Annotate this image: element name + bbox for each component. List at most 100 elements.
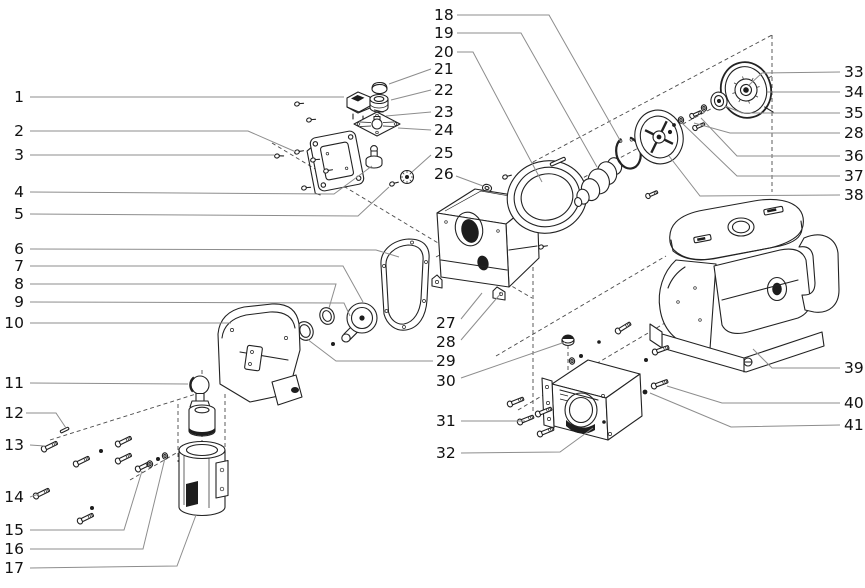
- leader-line-c29: [306, 338, 433, 362]
- leader-line-c28m: [460, 291, 503, 341]
- callout-c9: 9: [14, 293, 351, 317]
- callout-c34: 34: [767, 83, 864, 101]
- callout-c17: 17: [4, 514, 197, 577]
- callout-c40: 40: [666, 385, 864, 412]
- part-number-c41: 41: [844, 416, 864, 434]
- leader-line-c2: [30, 130, 297, 153]
- part-number-c8: 8: [14, 275, 24, 293]
- piston-assembly-part: [188, 404, 216, 437]
- part-number-c28r: 28: [844, 124, 864, 142]
- callout-c36: 36: [700, 117, 864, 165]
- part-number-c32: 32: [436, 444, 456, 462]
- locknut-part: [481, 183, 493, 193]
- leader-line-c15: [30, 470, 143, 531]
- part-number-c39: 39: [844, 359, 864, 377]
- part-number-c22: 22: [434, 81, 454, 99]
- leader-line-c37: [681, 122, 840, 177]
- leader-line-c12: [26, 412, 67, 429]
- callout-c20: 20: [434, 43, 543, 183]
- part-number-c25: 25: [434, 144, 454, 162]
- part-number-c37: 37: [844, 167, 864, 185]
- callout-c29: 29: [306, 338, 456, 370]
- callout-c8: 8: [14, 275, 337, 309]
- callout-c12: 12: [4, 404, 67, 429]
- callout-c23: 23: [385, 103, 454, 121]
- part-number-c16: 16: [4, 540, 24, 558]
- leader-line-c28r: [693, 122, 840, 134]
- leader-line-c32: [460, 427, 594, 454]
- drive-cam-part: [341, 302, 378, 343]
- callout-c33: 33: [748, 63, 864, 86]
- rotor-hub-part: [710, 91, 728, 111]
- o-ring-small-part: [319, 307, 335, 325]
- cap-part: [371, 81, 388, 95]
- callout-c14: 14: [4, 488, 40, 506]
- leader-line-c27: [460, 292, 483, 320]
- callout-layer: 1234567891011121314151617181920212223242…: [4, 6, 863, 577]
- callout-c24: 24: [397, 121, 454, 139]
- leader-line-c6: [29, 248, 400, 258]
- pump-cylinder-part: [178, 440, 229, 517]
- part-number-c6: 6: [14, 240, 24, 258]
- part-number-c33: 33: [844, 63, 864, 81]
- leader-line-c39: [752, 348, 840, 369]
- callout-c39: 39: [752, 348, 864, 377]
- leader-line-c14: [29, 493, 40, 498]
- part-number-c35: 35: [844, 104, 864, 122]
- part-number-c9: 9: [14, 293, 24, 311]
- callout-c5: 5: [14, 186, 390, 223]
- leader-line-c4: [29, 165, 373, 195]
- callout-c28m: 28: [436, 291, 503, 351]
- callout-c19: 19: [434, 24, 598, 168]
- callout-c22: 22: [390, 81, 454, 101]
- part-number-c10: 10: [4, 314, 24, 332]
- leader-line-c19: [457, 32, 598, 168]
- callout-c37: 37: [681, 122, 864, 185]
- leader-line-c36: [700, 117, 840, 157]
- part-number-c31: 31: [436, 412, 456, 430]
- part-number-c36: 36: [844, 147, 864, 165]
- engine-mount-bolts: [642, 343, 671, 395]
- part-number-c19: 19: [434, 24, 454, 42]
- engine-part: [649, 198, 840, 373]
- part-number-c18: 18: [434, 6, 454, 24]
- leader-line-c9: [29, 301, 351, 317]
- part-number-c38: 38: [844, 186, 864, 204]
- cover-plate-part: [306, 130, 365, 196]
- valve-plate-part: [353, 111, 401, 137]
- leader-line-c18: [457, 14, 622, 143]
- leader-line-c16: [30, 457, 166, 550]
- callout-c31: 31: [436, 412, 525, 430]
- callout-c11: 11: [4, 374, 189, 392]
- leader-line-c5: [29, 186, 390, 217]
- leader-line-c26: [455, 175, 484, 187]
- leader-line-c24: [397, 127, 432, 131]
- leader-line-c41: [649, 392, 841, 428]
- callout-c16: 16: [4, 457, 166, 558]
- power-switch-part: [346, 91, 371, 121]
- mount-bolts: [505, 188, 660, 439]
- part-number-c26: 26: [434, 165, 454, 183]
- leader-line-c11: [29, 382, 189, 385]
- part-number-c12: 12: [4, 404, 24, 422]
- callout-c7: 7: [14, 257, 364, 303]
- clutch-drum-part: [634, 109, 684, 165]
- part-number-c40: 40: [844, 394, 864, 412]
- leader-line-c22: [390, 89, 432, 101]
- leader-line-c35: [724, 105, 840, 114]
- leader-line-c25: [411, 154, 432, 173]
- part-number-c2: 2: [14, 122, 24, 140]
- callout-c30: 30: [436, 341, 566, 390]
- leader-line-c38: [668, 155, 841, 197]
- valve-cylinder-part: [369, 93, 389, 113]
- leader-line-c21: [388, 68, 432, 85]
- callout-c1: 1: [14, 88, 344, 106]
- leader-line-c30: [460, 341, 566, 379]
- part-number-c23: 23: [434, 103, 454, 121]
- callout-c41: 41: [649, 392, 864, 434]
- callout-c3: 3: [14, 146, 274, 164]
- housing-gasket-part: [380, 238, 430, 331]
- part-number-c27: 27: [436, 314, 456, 332]
- part-number-c17: 17: [4, 559, 24, 577]
- pump-mount-housing-part: [541, 359, 643, 441]
